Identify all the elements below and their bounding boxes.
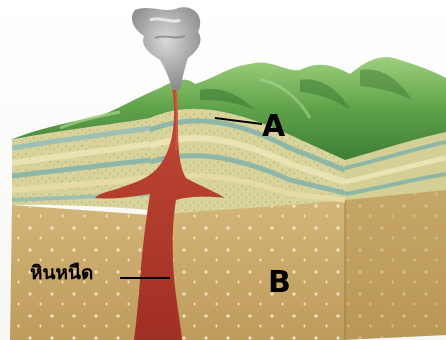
label-b: B — [268, 268, 291, 298]
label-a: A — [262, 112, 285, 142]
magma-label: หินหนืด — [30, 264, 93, 283]
